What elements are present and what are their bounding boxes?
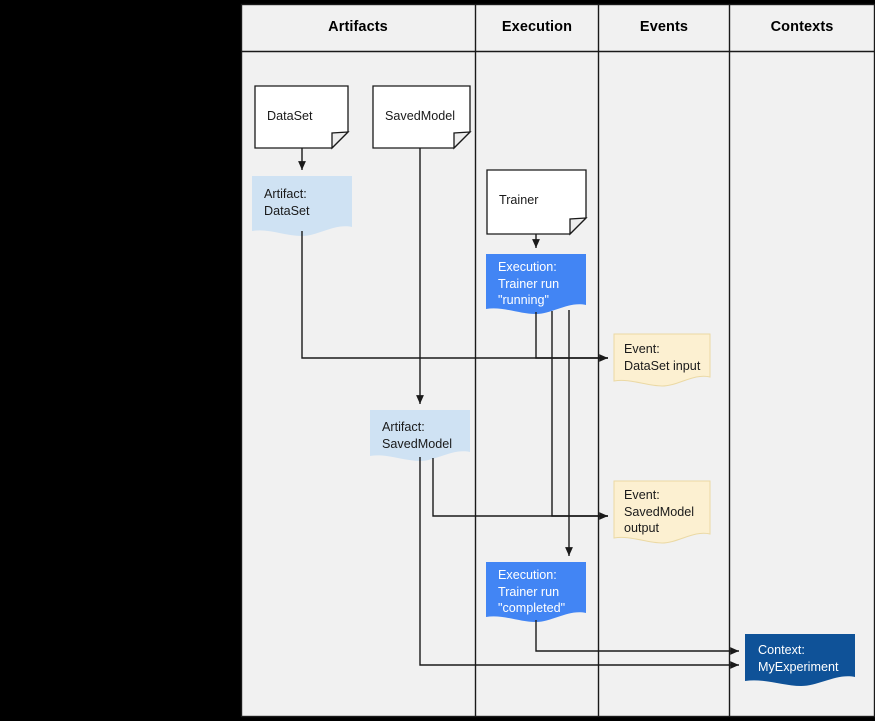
node-event-dataset-input-label: Event: DataSet input bbox=[624, 342, 701, 373]
column-header-execution: Execution bbox=[501, 19, 573, 35]
edge-artifact-savedmodel-to-context bbox=[419, 457, 739, 669]
node-execution-completed-label: Execution: Trainer run "completed" bbox=[498, 568, 566, 615]
event-savedmodel-output-shape bbox=[613, 480, 711, 544]
column-header-contexts: Contexts bbox=[770, 19, 834, 35]
node-context-myexperiment[interactable]: Context: MyExperiment bbox=[745, 634, 855, 686]
savedmodel-doc-shape bbox=[372, 85, 472, 150]
node-event-dataset-input[interactable]: Event: DataSet input bbox=[614, 334, 710, 386]
column-dividers bbox=[474, 4, 731, 717]
dataset-doc-shape bbox=[254, 85, 350, 150]
context-myexperiment-shape bbox=[745, 634, 855, 686]
edge-execution-completed-to-context bbox=[535, 620, 739, 655]
node-trainer-document[interactable]: Trainer bbox=[487, 170, 586, 234]
edge-execution-running-to-event-input bbox=[535, 312, 608, 359]
execution-running-shape bbox=[486, 254, 586, 314]
edge-artifact-dataset-to-event bbox=[301, 231, 608, 362]
trainer-doc-shape bbox=[486, 169, 588, 236]
artifact-savedmodel-shape bbox=[370, 410, 470, 461]
node-dataset-document[interactable]: DataSet bbox=[255, 86, 348, 148]
artifact-dataset-shape bbox=[252, 176, 352, 236]
node-artifact-dataset[interactable]: Artifact: DataSet bbox=[252, 176, 352, 236]
node-savedmodel-document[interactable]: SavedModel bbox=[373, 86, 470, 148]
connector-edges bbox=[298, 148, 739, 669]
node-event-savedmodel-output[interactable]: Event: SavedModel output bbox=[614, 481, 710, 543]
execution-completed-shape bbox=[486, 562, 586, 622]
node-event-savedmodel-output-label: Event: SavedModel output bbox=[624, 488, 695, 535]
column-header-artifacts: Artifacts bbox=[328, 19, 388, 35]
node-savedmodel-document-label: SavedModel bbox=[385, 109, 456, 123]
node-artifact-savedmodel[interactable]: Artifact: SavedModel bbox=[370, 410, 470, 461]
node-artifact-savedmodel-label: Artifact: SavedModel bbox=[382, 420, 453, 451]
node-dataset-document-label: DataSet bbox=[267, 109, 313, 123]
node-context-myexperiment-label: Context: MyExperiment bbox=[758, 643, 839, 674]
edge-artifact-savedmodel-to-event-output bbox=[432, 458, 608, 520]
node-artifact-dataset-label: Artifact: DataSet bbox=[264, 187, 310, 218]
edge-execution-running-to-event-output bbox=[551, 311, 608, 517]
node-execution-running[interactable]: Execution: Trainer run "running" bbox=[486, 254, 586, 314]
event-dataset-input-shape bbox=[613, 333, 711, 387]
node-trainer-document-label: Trainer bbox=[499, 193, 539, 207]
node-execution-running-label: Execution: Trainer run "running" bbox=[498, 260, 560, 307]
column-header-events: Events bbox=[639, 19, 689, 35]
node-execution-completed[interactable]: Execution: Trainer run "completed" bbox=[486, 562, 586, 622]
